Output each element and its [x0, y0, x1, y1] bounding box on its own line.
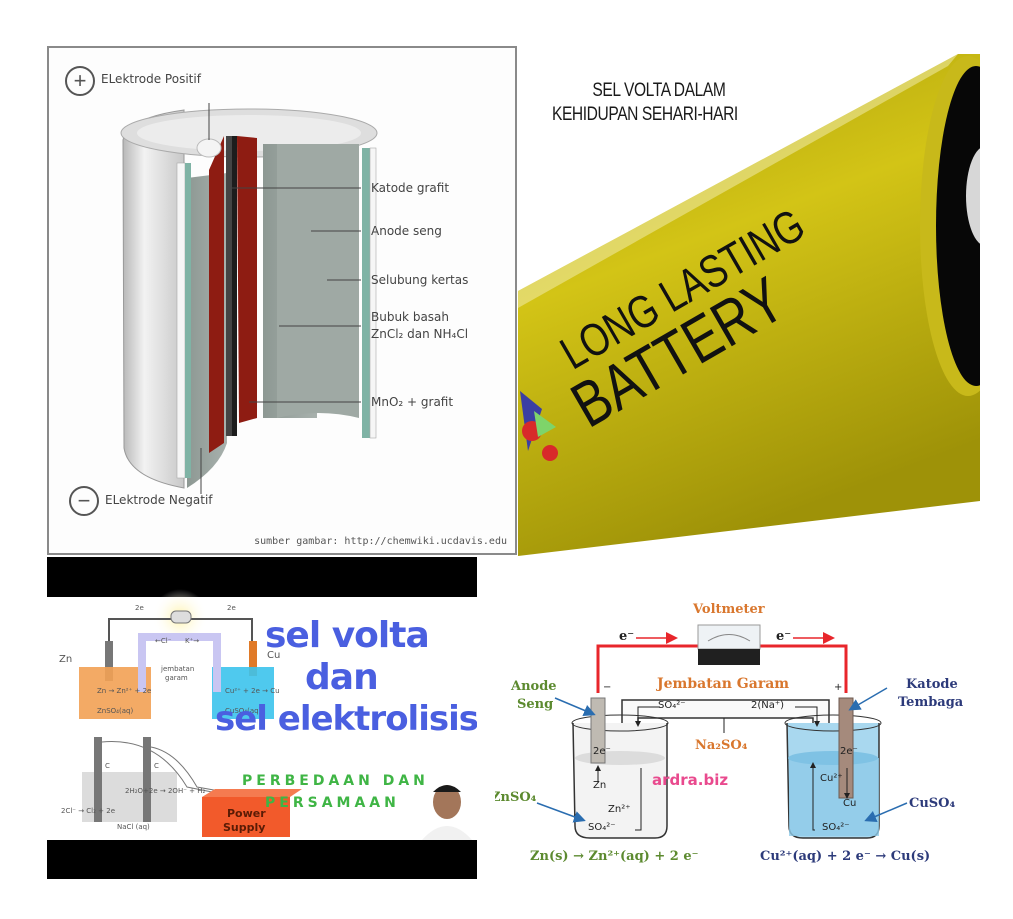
power-supply — [202, 797, 290, 837]
battery-illustration — [518, 54, 980, 556]
video-title-line2: dan — [305, 657, 379, 698]
sulfate-right: SO₄²⁻ — [822, 822, 850, 833]
zn-atom: Zn — [593, 780, 607, 791]
negative-electrode-label: ELektrode Negatif — [105, 493, 213, 507]
thumb-k: K⁺→ — [185, 637, 200, 645]
battery-body — [518, 54, 980, 556]
label-katode: Katode grafit — [371, 181, 450, 195]
salt-bridge-label: Jembatan Garam — [657, 676, 790, 692]
bulb — [170, 610, 192, 624]
label-bubuk-1: Bubuk basah — [371, 310, 450, 324]
video-thumbnail[interactable]: 2e 2e Zn Cu ←Cl⁻ K⁺→ jembatan garam Zn →… — [47, 557, 477, 879]
thumb-c2: C — [154, 762, 159, 770]
galvanic-cell-diagram: Voltmeter e⁻ e⁻ Jembatan Garam Anode Sen… — [495, 558, 980, 888]
battery-logo — [520, 391, 558, 461]
thumb-cu-reaction: Cu²⁺ + 2e → Cu — [225, 687, 280, 695]
beaker-cuso4 — [212, 667, 274, 719]
presenter — [422, 785, 472, 840]
sulfate-left: SO₄²⁻ — [588, 822, 616, 833]
thumb-power-1: Power — [227, 807, 266, 820]
dry-cell-illustration — [120, 103, 378, 494]
zn-ion: Zn²⁺ — [608, 804, 631, 815]
thumb-cu: Cu — [267, 650, 281, 661]
cathode-electrons: 2e⁻ — [840, 746, 858, 757]
minus-icon: − — [69, 486, 99, 516]
zn-electrode — [105, 641, 113, 681]
wire — [596, 644, 848, 693]
cu-electrode — [249, 641, 257, 676]
label-mno2: MnO₂ + grafit — [371, 395, 454, 409]
battery-title-line2: KEHIDUPAN SEHARI-HARI — [551, 104, 738, 125]
thumb-cuso4: CuSO₄(aq) — [225, 707, 262, 715]
letterbox-bottom — [47, 840, 477, 879]
anode-equation: Zn(s) → Zn²⁺(aq) + 2 e⁻ — [530, 849, 699, 864]
plus-icon: + — [65, 66, 95, 96]
cu-atom: Cu — [843, 798, 857, 809]
battery-terminal — [966, 148, 980, 244]
video-subtitle-line2: PERSAMAAN — [265, 795, 400, 811]
video-title-line3: sel elektrolisis — [215, 699, 477, 739]
bridge-sulfate: SO₄²⁻ — [658, 700, 686, 711]
thumb-e-right: 2e — [227, 604, 236, 612]
cathode-label-2: Tembaga — [898, 695, 964, 710]
letterbox-top — [47, 557, 477, 597]
cathode-label-1: Katode — [906, 677, 958, 692]
battery-end-cap — [936, 66, 980, 386]
casing — [122, 109, 185, 489]
image-source: sumber gambar: http://chemwiki.ucdavis.e… — [254, 536, 507, 547]
battery-image: SEL VOLTA DALAM KEHIDUPAN SEHARI-HARI LO… — [518, 46, 980, 556]
label-bubuk-2: ZnCl₂ dan NH₄Cl — [371, 327, 469, 341]
paper-layer — [362, 148, 370, 438]
thumb-bridge-2: garam — [165, 674, 188, 682]
anode-sign: − — [603, 682, 612, 693]
voltmeter-icon — [697, 624, 761, 665]
graphite-rod — [226, 136, 232, 436]
video-title-line1: sel volta — [265, 615, 430, 656]
na2so4-label: Na₂SO₄ — [695, 738, 748, 753]
anode-label-1: Anode — [511, 679, 557, 694]
galvanic-cell-illustration — [536, 624, 908, 839]
thumb-zn-reaction: Zn → Zn²⁺ + 2e — [97, 687, 152, 695]
video-subtitle-line1: PERBEDAAN DAN — [242, 773, 429, 789]
positive-cap — [196, 138, 222, 158]
cathode-equation: Cu²⁺(aq) + 2 e⁻ → Cu(s) — [760, 849, 931, 864]
voltmeter-label: Voltmeter — [693, 602, 765, 617]
znso4-label: ZnSO₄ — [495, 790, 537, 805]
mno2-layer-left — [209, 136, 224, 453]
battery-title-line1: SEL VOLTA DALAM — [592, 80, 726, 101]
positive-electrode-label: ELektrode Positif — [101, 72, 201, 86]
cathode-sign: + — [834, 682, 843, 693]
electron-left: e⁻ — [619, 629, 635, 644]
thumb-bridge-1: jembatan — [161, 665, 195, 673]
thumb-cl-reaction: 2Cl⁻ → Cl₂ + 2e — [61, 807, 116, 815]
anode-label-2: Seng — [517, 697, 554, 712]
cuso4-label: CuSO₄ — [909, 796, 956, 811]
thumb-e-left: 2e — [135, 604, 144, 612]
bridge-sodium: 2(Na⁺) — [751, 700, 785, 711]
thumb-power-2: Supply — [223, 821, 266, 834]
thumb-zn: Zn — [59, 654, 73, 665]
label-selubung: Selubung kertas — [371, 273, 469, 287]
cu-ion: Cu²⁺ — [820, 773, 843, 784]
watermark: ardra.biz — [652, 771, 729, 789]
label-anode: Anode seng — [371, 224, 442, 238]
mno2-layer-right — [237, 136, 257, 423]
thumb-c1: C — [105, 762, 110, 770]
thumb-znso4: ZnSO₄(aq) — [97, 707, 134, 715]
anode-electrons: 2e⁻ — [593, 746, 611, 757]
electron-right: e⁻ — [776, 629, 792, 644]
salt-bridge — [138, 633, 221, 692]
thumb-nacl: NaCl (aq) — [117, 823, 150, 831]
electrochem-thumbnail-diagram — [79, 589, 472, 840]
dry-cell-diagram: + ELektrode Positif — [47, 46, 517, 555]
thumb-cl: ←Cl⁻ — [155, 637, 172, 645]
thumb-water-reaction: 2H₂O+2e → 2OH⁻ + H₂ — [125, 787, 206, 795]
